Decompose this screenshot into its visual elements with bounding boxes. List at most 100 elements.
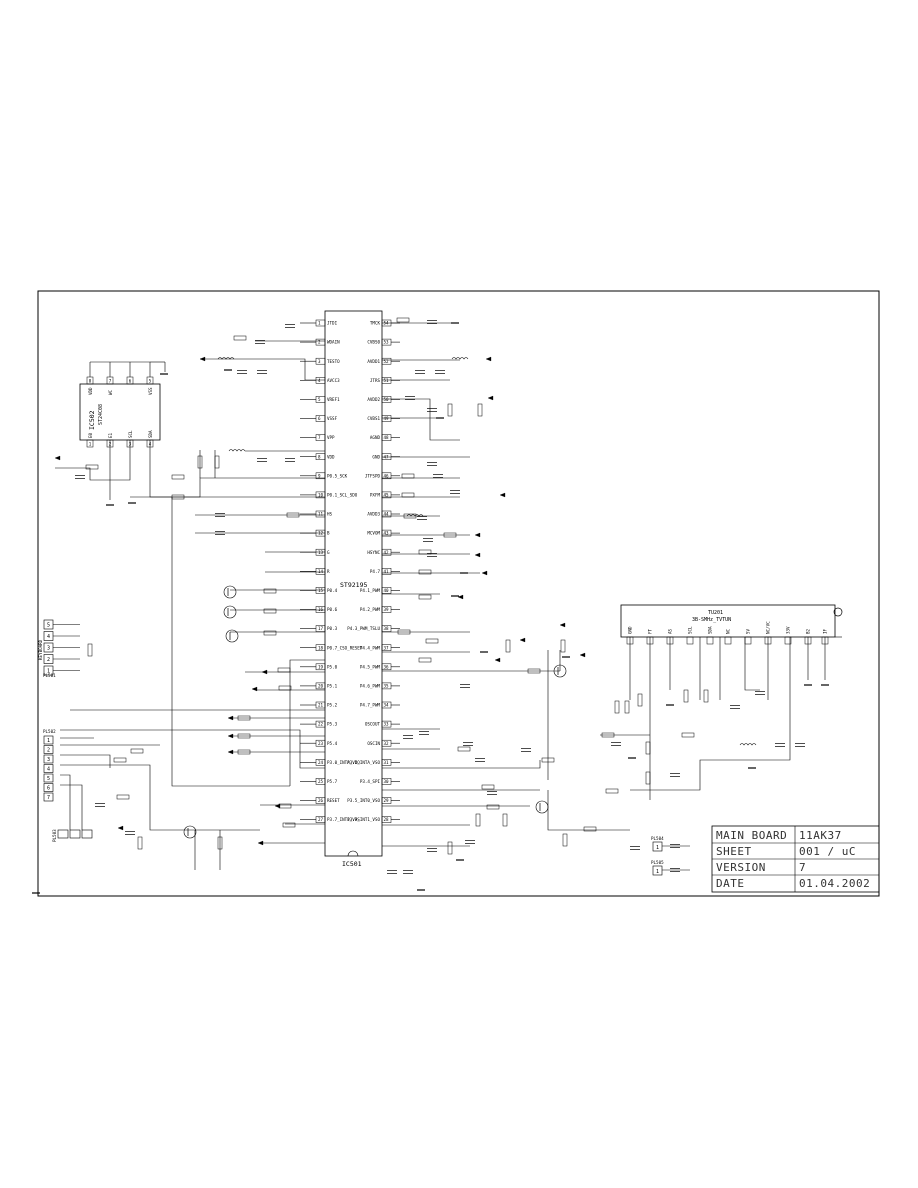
net-flag-symbol (474, 532, 481, 538)
pl502-pin-number: 6 (47, 786, 50, 792)
ic501-pin-name: AVCC3 (327, 378, 340, 383)
tuner-rf-input (833, 607, 843, 617)
ic501-pin-number: 34 (384, 703, 390, 708)
ic502-pin-box (86, 439, 94, 448)
resistor-symbol (703, 689, 709, 703)
tuner-pin-name: SDA (708, 626, 713, 634)
resistor-symbol (401, 473, 415, 479)
inductor-symbol (406, 514, 424, 517)
net-flag-symbol (499, 492, 506, 498)
ic502-body (79, 383, 161, 441)
tuner-pin-box (724, 636, 732, 645)
ic501-pin-name: JTFSPD (365, 473, 381, 478)
net-flag-symbol (54, 455, 61, 461)
ic501-pin-name: AVDD2 (367, 397, 380, 402)
ic501-pin-name: P0.1_SCL_SDO (327, 493, 358, 498)
ic501-pin-number: 35 (384, 684, 390, 689)
net-flag-symbol (519, 637, 526, 643)
ic501-pin-number: 26 (318, 798, 324, 803)
resistor-symbol (130, 748, 144, 754)
resistor-symbol (237, 715, 251, 721)
ic501-pin-number: 19 (318, 664, 324, 669)
ic502-pin-name: SDA (148, 430, 153, 438)
resistor-symbol (562, 833, 568, 847)
pl502-pin-box (43, 764, 54, 773)
ic501-pin-name: TESTO (327, 359, 340, 364)
tuner-pin-name: IF (823, 628, 828, 634)
ic501-pin-number: 10 (318, 493, 324, 498)
ic501-pin-number: 39 (384, 607, 390, 612)
resistor-symbol (447, 403, 453, 417)
ic501-pin-number: 17 (318, 626, 324, 631)
ic501-right-pins: 54TMCK53CVBS052AVDD151JTRS50AVDD249CVBS1… (347, 319, 400, 823)
resistor-symbol (217, 836, 223, 850)
resistor-symbol (447, 841, 453, 855)
ic501-pin-number: 43 (384, 531, 390, 536)
pl504-label: PL504 (651, 836, 664, 841)
pl502-pin-number: 1 (47, 738, 50, 744)
resistor-symbol (637, 693, 643, 707)
ic501-pin-name: MCVOM (367, 531, 380, 536)
net-flag-symbol (117, 825, 124, 831)
pl501-pin-number: 4 (47, 634, 50, 640)
ic501-pin-name: RESET (327, 798, 340, 803)
ic502-pin-number: 6 (129, 379, 132, 384)
ic501-pin-name: P4.5_PWM (360, 664, 381, 669)
pl502-pin-number: 4 (47, 767, 50, 773)
pl505-pin: 1 (656, 869, 659, 875)
ic501-pin-number: 11 (318, 512, 324, 517)
resistor-symbol (278, 685, 292, 691)
title-value-version: 7 (799, 861, 806, 874)
ic501-pin-name: OSCIN (367, 741, 380, 746)
net-flag-symbol (274, 803, 281, 809)
ic501-pin-number: 38 (384, 626, 390, 631)
ic502-pin-number: 7 (109, 379, 112, 384)
title-value-main-board: 11AK37 (799, 829, 842, 842)
tuner-pin-name: FT (648, 628, 653, 634)
ic501-body (324, 310, 383, 857)
tuner-pin-name: 5V (746, 628, 751, 634)
pl502-pin-box (43, 783, 54, 792)
ic501-pin-name: HS (327, 512, 333, 517)
ic501-pin-number: 31 (384, 760, 390, 765)
ic501-pin-name: P5.2 (327, 703, 338, 708)
pl502-pin-box (43, 773, 54, 783)
resistor-symbol (624, 700, 630, 714)
resistor-symbol (397, 629, 411, 635)
resistor-symbol (486, 804, 500, 810)
resistor-symbol (583, 826, 597, 832)
ic501-pin-name: P4.7 (370, 569, 381, 574)
ic501-pin-name: JTDI (327, 321, 338, 326)
pl503-label: PL503 (52, 829, 57, 842)
ic501-pin-number: 3 (318, 359, 321, 364)
resistor-symbol (87, 643, 93, 657)
net-flag-symbol (485, 356, 492, 362)
ic501-pin-name: P3.6_INTA_VSO (347, 760, 380, 765)
resistor-symbol (645, 741, 651, 755)
ic501-pin-name: P3.7_INT1_VPS (327, 817, 360, 822)
ic501-pin-name: P5.4 (327, 741, 338, 746)
title-value-sheet: 001 / uC (799, 845, 856, 858)
net-flag-symbol (579, 652, 586, 658)
resistor-symbol (605, 788, 619, 794)
pl502-pin-number: 7 (47, 795, 50, 801)
title-label-main-board: MAIN BOARD (716, 829, 787, 842)
ic501-pin-number: 16 (318, 607, 324, 612)
resistor-symbol (263, 588, 277, 594)
ic501-pin-number: 4 (318, 378, 321, 383)
ic501-pin-name: P0.4 (327, 588, 338, 593)
ic501-pin-number: 1 (318, 321, 321, 326)
ic501-pin-number: 22 (318, 722, 324, 727)
inductor-symbol (739, 743, 757, 746)
ic501-pin-name: P5.1 (327, 684, 338, 689)
ic501-pin-number: 49 (384, 416, 390, 421)
tuner-pin-name: GND (628, 626, 633, 634)
tuner-part-label: 3B-SMHz_TVTUN (692, 617, 731, 623)
ic501-pin-number: 52 (384, 359, 390, 364)
resistor-symbol (401, 492, 415, 498)
ic501-pin-number: 53 (384, 340, 390, 345)
pl505-label: PL505 (651, 860, 664, 865)
